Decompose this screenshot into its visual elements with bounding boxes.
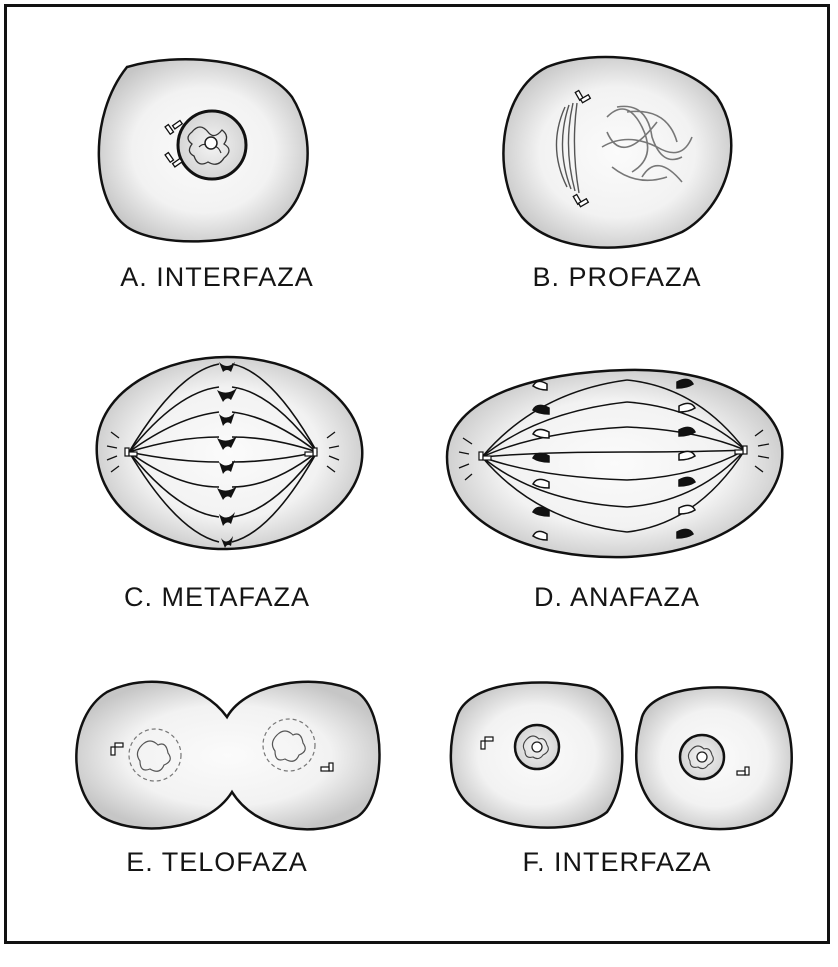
panel-interfaza-f: F. INTERFAZA [427, 667, 807, 967]
cells-interfaza-f [427, 667, 827, 837]
label-metafaza: C. METAFAZA [27, 582, 407, 613]
panel-anafaza: D. ANAFAZA [427, 352, 807, 652]
label-interfaza-a: A. INTERFAZA [27, 262, 407, 293]
cell-telofaza [27, 667, 427, 837]
cell-profaza [427, 47, 807, 267]
panel-metafaza: C. METAFAZA [27, 352, 407, 652]
panel-telofaza: E. TELOFAZA [27, 667, 407, 967]
cell-anafaza [427, 352, 807, 572]
panel-interfaza-a: A. INTERFAZA [27, 47, 407, 347]
cell-metafaza [27, 352, 407, 572]
diagram-frame: A. INTERFAZA [4, 4, 830, 944]
label-profaza: B. PROFAZA [427, 262, 807, 293]
label-anafaza: D. ANAFAZA [427, 582, 807, 613]
label-telofaza: E. TELOFAZA [27, 847, 407, 878]
panel-profaza: B. PROFAZA [427, 47, 807, 347]
cell-interfaza-a [27, 47, 407, 267]
label-interfaza-f: F. INTERFAZA [427, 847, 807, 878]
